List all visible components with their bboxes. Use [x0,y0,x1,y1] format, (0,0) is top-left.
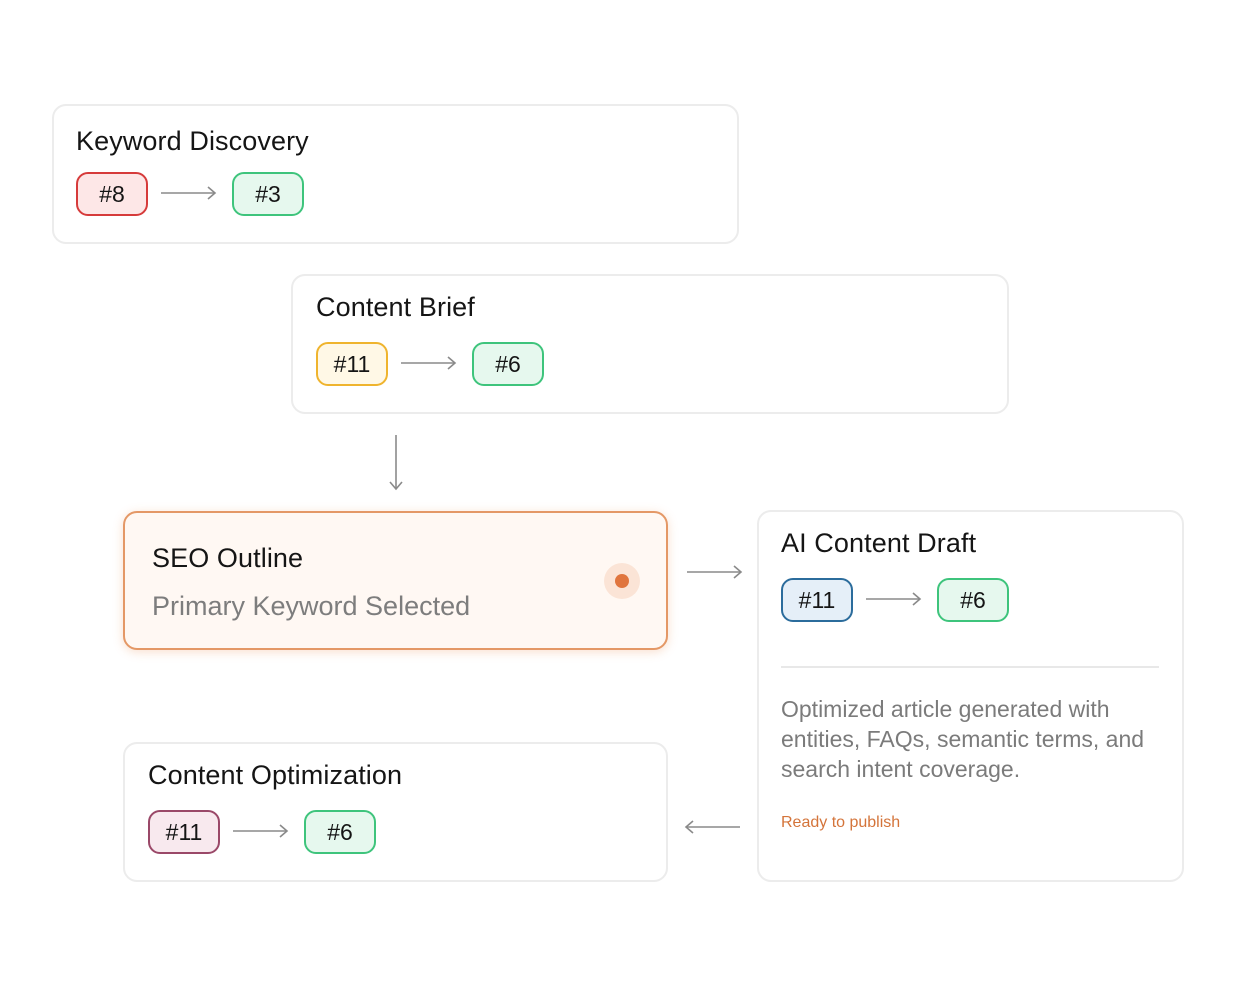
arrow-left-icon [683,817,741,837]
ai-content-draft-title: AI Content Draft [781,528,977,558]
ai-content-draft-description: Optimized article generated with entitie… [781,696,1145,782]
content-brief-card: Content Brief #11 #6 [291,274,1009,414]
seo-outline-card[interactable]: SEO Outline Primary Keyword Selected [123,511,668,650]
content-brief-title: Content Brief [316,292,475,322]
rank-to-badge: #6 [304,810,376,854]
seo-outline-subtitle: Primary Keyword Selected [152,591,471,621]
seo-outline-title: SEO Outline [152,543,304,573]
arrow-right-icon [160,183,218,203]
content-optimization-rank-change: #11 #6 [148,810,388,854]
ai-content-draft-status: Ready to publish [781,814,901,831]
rank-from-badge: #11 [316,342,388,386]
divider [781,666,1159,668]
rank-to-badge: #6 [937,578,1009,622]
arrow-right-icon [865,589,923,609]
content-brief-rank-change: #11 #6 [316,342,556,386]
ai-content-draft-card: AI Content Draft #11 #6 Optimized articl… [757,510,1184,882]
arrow-right-icon [686,562,744,582]
arrow-down-icon [386,434,406,492]
ai-content-draft-rank-change: #11 #6 [781,578,1021,622]
status-dot-inner [615,574,629,588]
rank-from-badge: #8 [76,172,148,216]
keyword-discovery-title: Keyword Discovery [76,126,309,156]
content-optimization-title: Content Optimization [148,760,403,790]
rank-to-badge: #3 [232,172,304,216]
rank-from-badge: #11 [781,578,853,622]
rank-from-badge: #11 [148,810,220,854]
content-optimization-card: Content Optimization #11 #6 [123,742,668,882]
status-dot-icon [604,563,640,599]
arrow-right-icon [400,353,458,373]
rank-to-badge: #6 [472,342,544,386]
keyword-discovery-rank-change: #8 #3 [76,172,316,216]
keyword-discovery-card: Keyword Discovery #8 #3 [52,104,739,244]
arrow-right-icon [232,821,290,841]
